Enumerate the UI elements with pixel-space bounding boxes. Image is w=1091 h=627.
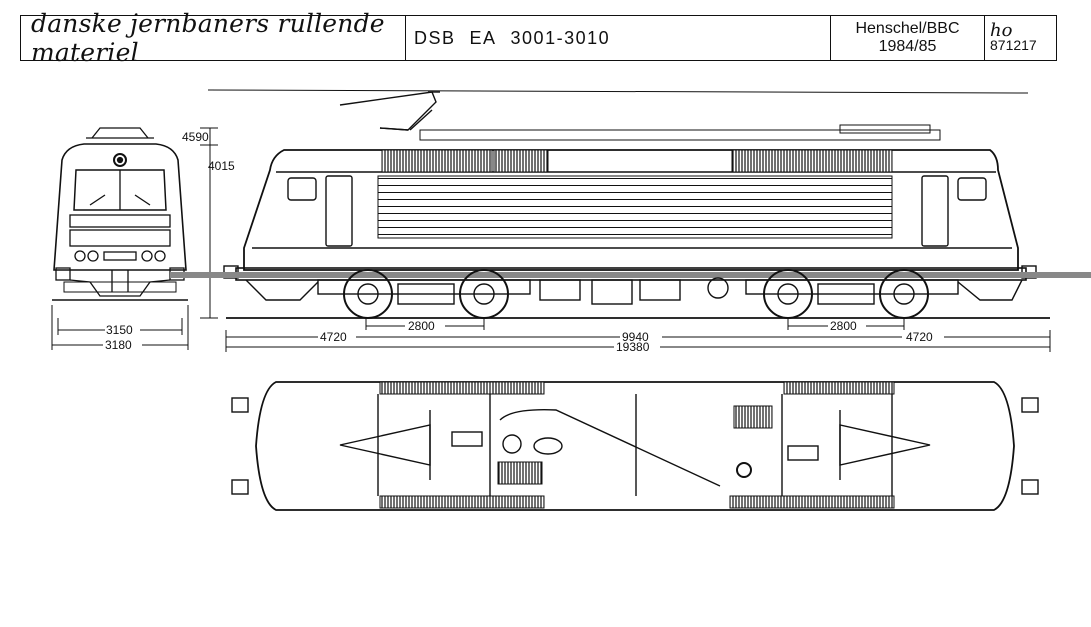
- front-view: [52, 127, 188, 301]
- model-operator: DSB: [414, 27, 456, 48]
- length-over-buffers-label: 19380: [616, 340, 650, 354]
- side-dimensions: [225, 318, 1051, 352]
- wheelbase-left-label: 2800: [408, 319, 435, 333]
- side-view: [170, 89, 1091, 319]
- overhang-left-label: 4720: [320, 330, 347, 344]
- model-numbers: 3001-3010: [510, 27, 611, 48]
- height-pantograph-label: 4590: [182, 130, 209, 144]
- drawing-number: 871217: [990, 37, 1037, 53]
- width-body-label: 3150: [106, 323, 133, 337]
- bogie-centers-label: 9940: [622, 330, 649, 344]
- builder-info: Henschel/BBC 1984/85: [831, 16, 985, 60]
- title-block: danske jernbaners rullende materiel DSB …: [20, 9, 1057, 67]
- front-dimensions: [51, 127, 218, 350]
- build-years: 1984/85: [878, 38, 937, 55]
- overhang-right-label: 4720: [906, 330, 933, 344]
- builder-name: Henschel/BBC: [855, 20, 960, 37]
- drawing-reference: ho 871217: [985, 16, 1056, 60]
- width-total-label: 3180: [105, 338, 132, 352]
- draftsman-signature: ho: [990, 20, 1013, 41]
- wheelbase-right-label: 2800: [830, 319, 857, 333]
- height-body-label: 4015: [208, 159, 235, 173]
- model-designation: DSB EA 3001-3010: [406, 16, 831, 60]
- top-view: [231, 381, 1039, 511]
- model-class: EA: [469, 27, 497, 48]
